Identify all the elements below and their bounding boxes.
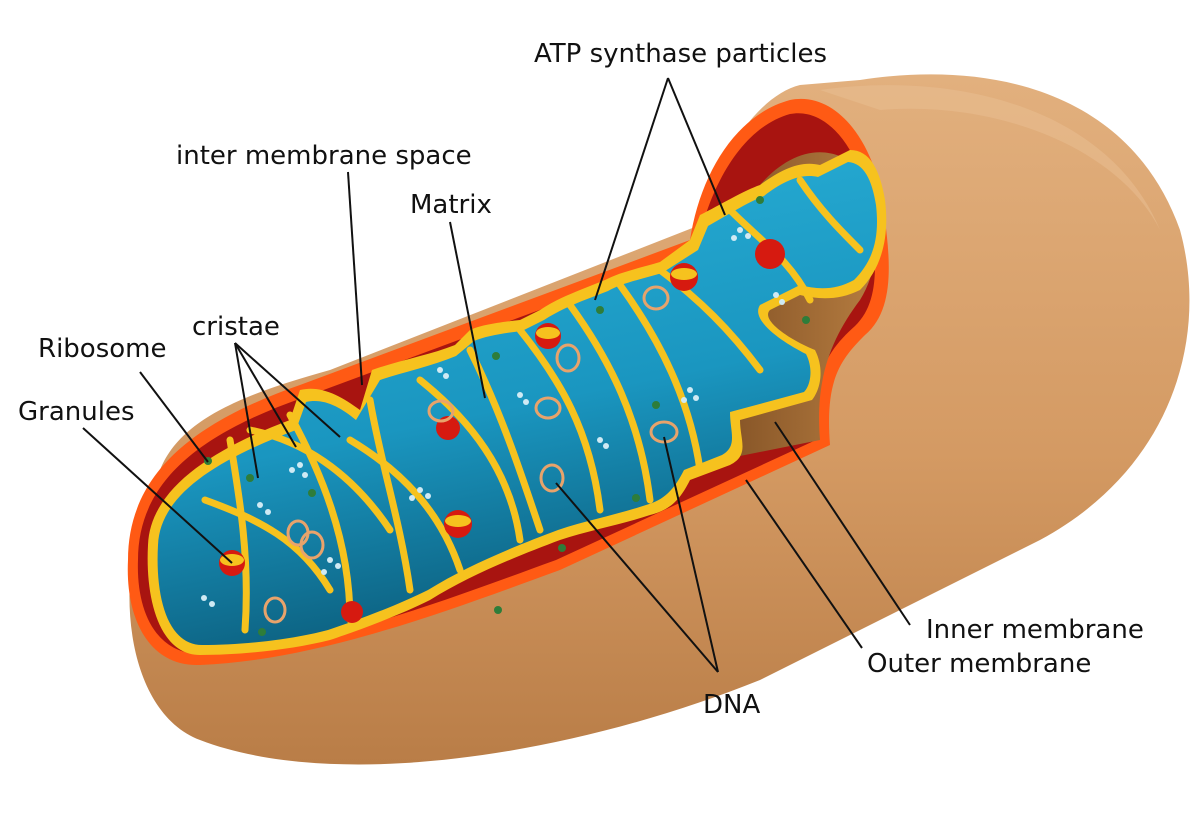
crista-2	[201, 496, 334, 594]
label-cristae: cristae	[192, 312, 280, 342]
dna-rings	[263, 285, 679, 624]
label-atp-synthase: ATP synthase particles	[534, 39, 827, 69]
cristae	[201, 176, 864, 634]
granule	[535, 323, 561, 349]
dna-ring	[555, 343, 581, 373]
leader-outer-membrane	[745, 479, 863, 649]
granule	[444, 510, 472, 538]
leader-intermembrane	[347, 171, 363, 386]
leader-atp-1	[594, 77, 669, 301]
granule	[341, 601, 363, 623]
label-inner-membrane: Inner membrane	[926, 615, 1144, 645]
green-granules	[204, 196, 810, 636]
crista-14	[796, 176, 864, 254]
leader-cristae-1	[234, 342, 259, 479]
crista-6	[346, 436, 464, 574]
leader-atp-2	[667, 77, 726, 216]
label-dna: DNA	[703, 690, 760, 720]
granule	[670, 263, 698, 291]
matrix-region	[147, 150, 887, 655]
dna-ring	[534, 396, 562, 420]
crista-1	[226, 436, 250, 634]
dna-ring	[642, 285, 670, 311]
dna-ring	[299, 530, 325, 560]
crista-5	[366, 396, 414, 594]
granule	[755, 239, 785, 269]
labels: ATP synthase particles inter membrane sp…	[18, 39, 1144, 720]
dna-ring	[427, 399, 455, 423]
label-inter-membrane-space: inter membrane space	[176, 141, 472, 171]
label-ribosome: Ribosome	[38, 334, 166, 364]
atp-particles	[201, 227, 785, 607]
leader-inner-membrane	[774, 421, 911, 626]
crista-10	[566, 301, 654, 504]
crista-4	[246, 426, 394, 534]
label-outer-membrane: Outer membrane	[867, 649, 1091, 679]
leader-granules	[82, 427, 233, 564]
crista-11	[616, 281, 704, 474]
leader-matrix	[449, 221, 486, 399]
outer-membrane-highlight	[820, 85, 1160, 231]
label-granules: Granules	[18, 397, 135, 427]
leader-lines	[82, 77, 911, 673]
dna-ring	[649, 420, 679, 444]
crista-7	[416, 376, 524, 544]
leader-dna-2	[663, 436, 719, 673]
dna-ring	[539, 463, 565, 493]
leader-dna-1	[555, 482, 719, 673]
leader-ribosome	[139, 371, 209, 463]
dna-ring	[263, 596, 287, 624]
crista-9	[516, 326, 604, 514]
leader-cristae-2	[234, 342, 297, 448]
label-matrix: Matrix	[410, 190, 492, 220]
leader-cristae-3	[234, 342, 341, 438]
crista-3	[286, 411, 354, 624]
